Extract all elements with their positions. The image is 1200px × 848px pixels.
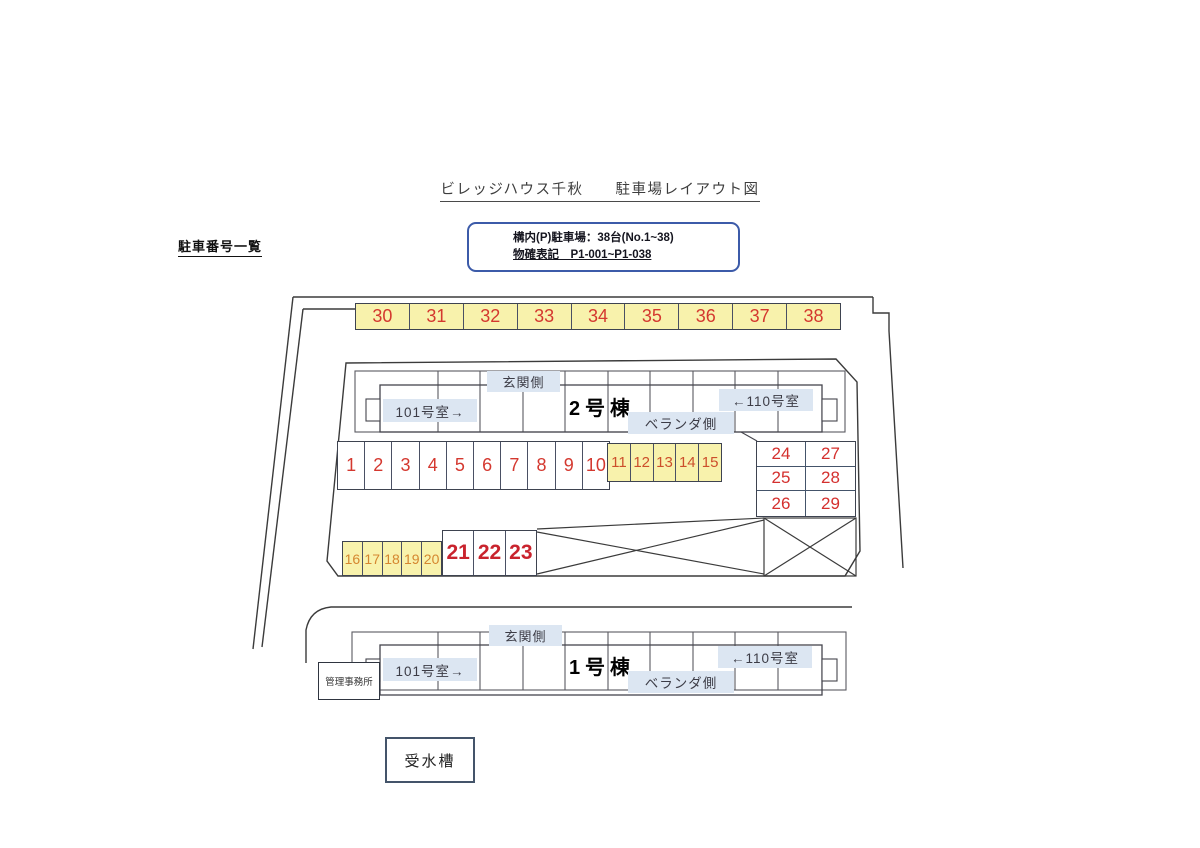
info-line-notation: 物確表記 P1-001~P1-038 <box>513 249 652 261</box>
parking-space-1: 1 <box>338 442 366 489</box>
parcel-boundary <box>326 358 861 577</box>
parking-space-34: 34 <box>571 304 626 329</box>
parking-space-25: 25 <box>757 466 806 492</box>
building1-veranda-side-label: ベランダ側 <box>628 671 734 693</box>
parking-space-3: 3 <box>392 442 420 489</box>
parking-space-19: 19 <box>402 542 423 575</box>
parking-space-17: 17 <box>362 542 383 575</box>
parking-space-7: 7 <box>501 442 529 489</box>
parking-space-33: 33 <box>517 304 572 329</box>
parking-space-2: 2 <box>365 442 393 489</box>
building2-room101-label: 101号室→ <box>383 399 477 422</box>
parking-info-box: 構内(P)駐車場：38台(No.1~38) 物確表記 P1-001~P1-038 <box>467 222 740 272</box>
parking-space-38: 38 <box>787 304 841 329</box>
parking-space-37: 37 <box>733 304 788 329</box>
parking-space-16: 16 <box>343 542 363 575</box>
parking-space-5: 5 <box>446 442 475 489</box>
building1-name: 1号棟 <box>568 656 636 679</box>
parking-space-27: 27 <box>806 442 855 467</box>
parking-space-32: 32 <box>463 304 518 329</box>
parking-space-11: 11 <box>608 444 631 481</box>
building2-room110-label: ←110号室 <box>719 389 813 411</box>
building1-room110-label: ←110号室 <box>718 646 812 668</box>
parking-space-10: 10 <box>582 442 610 489</box>
parking-space-13: 13 <box>653 444 677 481</box>
building2-entrance-side-label: 玄関側 <box>487 371 560 392</box>
parking-space-30: 30 <box>356 304 410 329</box>
parking-space-22: 22 <box>474 531 506 575</box>
management-office-box: 管理事務所 <box>318 662 380 700</box>
parking-space-26: 26 <box>757 491 806 516</box>
parking-space-21: 21 <box>443 531 475 575</box>
parking-space-36: 36 <box>679 304 734 329</box>
parking-space-8: 8 <box>528 442 556 489</box>
management-office-label: 管理事務所 <box>325 677 373 688</box>
parking-space-14: 14 <box>676 444 700 481</box>
parking-space-6: 6 <box>474 442 502 489</box>
parking-space-20: 20 <box>422 542 441 575</box>
parking-space-9: 9 <box>555 442 583 489</box>
building2-veranda-side-label: ベランダ側 <box>628 412 734 434</box>
water-tank-box: 受水槽 <box>385 737 475 783</box>
parking-space-31: 31 <box>409 304 464 329</box>
hatched-area <box>536 517 857 577</box>
parking-space-15: 15 <box>699 444 721 481</box>
parking-space-24: 24 <box>757 442 806 467</box>
parking-space-23: 23 <box>505 531 536 575</box>
building2-name: 2号棟 <box>568 397 636 420</box>
info-line-capacity: 構内(P)駐車場：38台(No.1~38) <box>513 232 674 245</box>
parking-space-12: 12 <box>630 444 654 481</box>
water-tank-label: 受水槽 <box>404 752 456 770</box>
building1-room101-label: 101号室→ <box>383 658 477 681</box>
parking-space-35: 35 <box>625 304 680 329</box>
page-title: ビレッジハウス千秋 駐車場レイアウト図 <box>0 178 1200 202</box>
building1-entrance-side-label: 玄関側 <box>489 625 562 646</box>
parking-space-18: 18 <box>382 542 403 575</box>
parking-space-4: 4 <box>419 442 447 489</box>
parking-number-list-label: 駐車番号一覧 <box>178 236 263 257</box>
parking-space-28: 28 <box>806 467 855 492</box>
parking-space-29: 29 <box>821 493 840 513</box>
page-title-text: ビレッジハウス千秋 駐車場レイアウト図 <box>440 182 760 202</box>
